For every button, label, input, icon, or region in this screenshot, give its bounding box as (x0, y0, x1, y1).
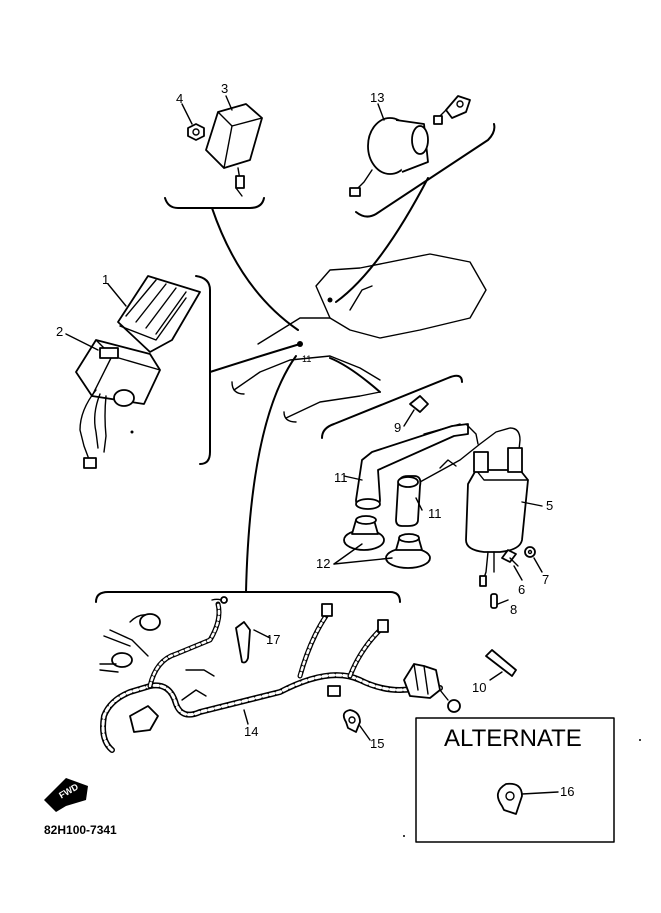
drawing-code: 82H100-7341 (44, 823, 117, 837)
group-bracket-bottom (95, 355, 401, 603)
part-13-main-switch[interactable] (349, 95, 471, 197)
callout-8: 8 (510, 602, 517, 617)
callout-12: 12 (316, 556, 330, 571)
callout-2: 2 (56, 324, 63, 339)
part-16-clamp[interactable] (496, 782, 523, 815)
callout-17: 17 (266, 632, 280, 647)
part-17-clip[interactable] (235, 621, 251, 664)
frame-outline: 11 (231, 253, 487, 423)
part-15-clamp[interactable] (342, 709, 361, 733)
callout-9: 9 (394, 420, 401, 435)
part-3-relay[interactable] (205, 103, 263, 197)
part-12-boot-left[interactable] (343, 515, 385, 551)
group-bracket-left (195, 275, 301, 465)
callout-4: 4 (176, 91, 183, 106)
callout-11-left: 11 (334, 470, 348, 485)
callout-5: 5 (546, 498, 553, 513)
part-5-ignition-coil[interactable] (465, 447, 529, 587)
part-11-plug-cap-left[interactable] (355, 423, 479, 510)
part-9-cap[interactable] (409, 395, 429, 413)
part-2-cdi-unit[interactable] (75, 339, 161, 469)
callout-10: 10 (472, 680, 486, 695)
callout-14: 14 (244, 724, 258, 739)
part-12-boot-right[interactable] (385, 533, 431, 569)
svg-text:11: 11 (302, 354, 311, 364)
callout-16: 16 (560, 784, 574, 799)
part-4-nut[interactable] (187, 123, 205, 141)
group-bracket-top-left (164, 197, 299, 331)
part-11-plug-cap-right[interactable] (395, 427, 521, 527)
part-6-bolt[interactable] (501, 549, 519, 567)
callout-15: 15 (370, 736, 384, 751)
part-10-band[interactable] (485, 649, 517, 677)
callout-6: 6 (518, 582, 525, 597)
callout-7: 7 (542, 572, 549, 587)
group-bracket-right (321, 357, 463, 439)
alternate-box: ALTERNATE 16 (415, 717, 615, 843)
part-1-cover[interactable] (117, 275, 201, 353)
forward-arrow-icon: FWD (44, 778, 88, 812)
callout-11-right: 11 (428, 506, 442, 521)
alternate-title: ALTERNATE (444, 725, 582, 752)
callout-labels: 1 2 3 4 13 9 11 11 12 5 6 7 8 17 14 15 1… (56, 81, 553, 751)
leader-lines (65, 95, 559, 795)
callout-13: 13 (370, 90, 384, 105)
group-bracket-top-right (335, 123, 496, 303)
part-8-pin[interactable] (490, 593, 498, 609)
callout-1: 1 (102, 272, 109, 287)
callout-3: 3 (221, 81, 228, 96)
part-7-washer[interactable] (524, 546, 536, 558)
part-14-wire-harness[interactable] (99, 596, 461, 753)
